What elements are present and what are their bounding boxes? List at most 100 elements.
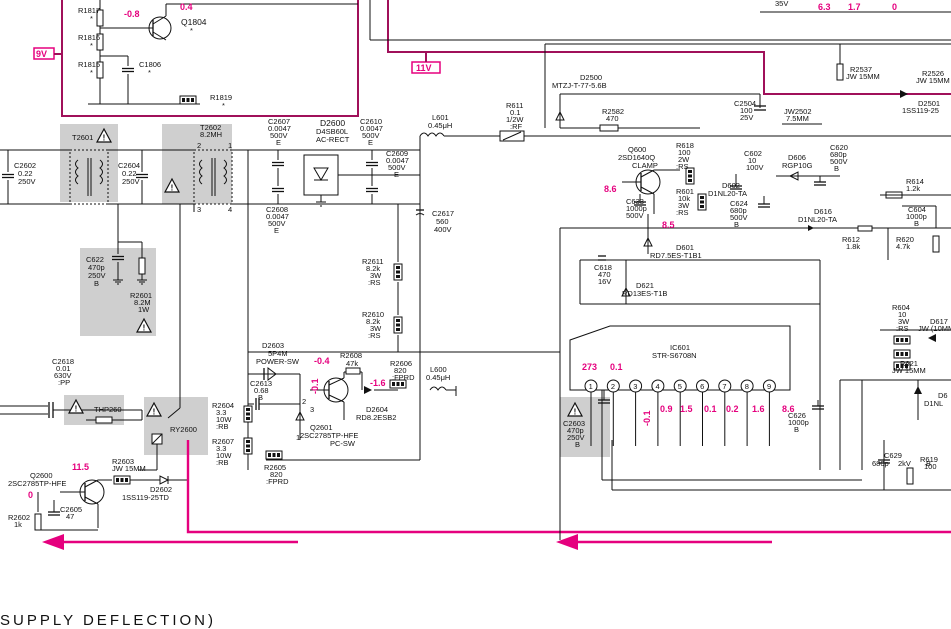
c618-voltage: 16V	[598, 277, 611, 286]
r2611-power: 3W	[370, 271, 382, 280]
c2504-label: C2504	[734, 99, 756, 108]
c2604-voltage: 250V	[122, 177, 140, 186]
c2609-capacitor	[365, 187, 379, 193]
ic601-value: STR-S6708N	[652, 351, 697, 360]
c604-type: B	[914, 219, 919, 228]
r2604-power: 10W	[216, 415, 232, 424]
c602-voltage: 100V	[746, 163, 764, 172]
c604-label: C604	[908, 205, 926, 214]
c2613-type: B	[258, 393, 263, 402]
r601-resistor	[697, 193, 707, 211]
c626-type: B	[794, 425, 799, 434]
d616-value: D1NL20-TA	[798, 215, 837, 224]
l601-value: 0.45μH	[428, 121, 452, 130]
r618-label: R618	[676, 141, 694, 150]
c2609-value: 0.0047	[386, 156, 409, 165]
r2602-resistor	[34, 513, 42, 531]
d617-diode	[928, 334, 936, 342]
pin8-voltage: 1.6	[752, 404, 765, 414]
rail-9v-label: 9V	[36, 49, 47, 59]
r2602-label: R2602	[8, 513, 30, 522]
c622-r2601: C622 470p 250V B R2601 8.2M 1W	[86, 204, 152, 334]
t2602-pin-2: 2	[197, 141, 201, 150]
q2601-pin-3: 3	[310, 405, 314, 414]
c2610-label: C2610	[360, 117, 382, 126]
r6xx-resistor	[932, 235, 940, 253]
c2607-value: 0.0047	[268, 124, 291, 133]
b-plus-line: L601 0.45μH R611 0.1 1/2W :RF C2617 560 …	[248, 101, 951, 460]
r2606-label: R2606	[390, 359, 412, 368]
r2582-resistor	[599, 124, 619, 132]
c633-label: C633	[626, 197, 644, 206]
c2609-voltage: 500V	[388, 163, 406, 172]
c624-value: 680p	[730, 206, 747, 215]
power-switch-section: D2603 5P4M POWER-SW C2613 0.68 B R2604 3…	[212, 341, 457, 486]
q600-clamp-section: Q600 2SD1640Q CLAMP 8.6 8.5 R618 100 2W …	[559, 141, 951, 540]
c2610-value: 0.0047	[360, 124, 383, 133]
pin5-voltage: 1.5	[680, 404, 693, 414]
c2605-value: 47	[66, 512, 74, 521]
d606-value: RGP10G	[782, 161, 813, 170]
r2537-value: JW 15MM	[846, 72, 880, 81]
c2608-voltage: 500V	[268, 219, 286, 228]
r2610-label: R2610	[362, 310, 384, 319]
c2608-label: C2608	[266, 205, 288, 214]
r604-value: 10	[898, 310, 906, 319]
r2611-label: R2611	[362, 257, 384, 266]
r2604-resistor	[243, 405, 253, 423]
d2500-label: D2500	[580, 73, 602, 82]
r621-label: R621	[900, 359, 918, 368]
ry2600-label: RY2600	[170, 425, 197, 434]
c2607-capacitor	[271, 161, 285, 167]
r611-power: 1/2W	[506, 115, 524, 124]
d2501-value: 1SS119-25	[902, 106, 939, 115]
c2607-voltage: 500V	[270, 131, 288, 140]
r2611-value: 8.2k	[366, 264, 380, 273]
r2610-power: 3W	[370, 324, 382, 333]
r2611-resistor	[393, 263, 403, 281]
thp260-label: THP260	[94, 405, 122, 414]
pin2-voltage: 0.1	[610, 362, 623, 372]
c2618-relay: C2618 0.01 630V :PP THP260 RY2600	[0, 357, 197, 456]
l601-label: L601	[432, 113, 449, 122]
ic601-pin-label-2: 2	[611, 382, 615, 391]
r2607-value: 3.3	[216, 444, 226, 453]
r604-type: :RS	[896, 324, 909, 333]
c629-voltage: 2kV	[898, 459, 911, 468]
c620-label: C620	[830, 143, 848, 152]
r604-power: 3W	[898, 317, 910, 326]
ic601-pin-label-6: 6	[700, 382, 704, 391]
r619-value: 100	[924, 462, 937, 471]
d601-label: D601	[676, 243, 694, 252]
r2605-resistor	[265, 450, 283, 460]
c2618-value: 0.01	[56, 364, 71, 373]
r1815-value: *	[90, 68, 93, 77]
r604-resistor	[893, 335, 911, 345]
r1816-label: R1816	[78, 33, 100, 42]
c624-label: C624	[730, 199, 748, 208]
c2617-voltage: 400V	[434, 225, 452, 234]
c618-value: 470	[598, 270, 611, 279]
t2602-value: 8.2MH	[200, 130, 222, 139]
c2618-type: :PP	[58, 378, 70, 387]
r2604-value: 3.3	[216, 408, 226, 417]
ic601-pin-5	[673, 379, 687, 393]
flow-arrow-left-1	[42, 534, 64, 550]
r614-value: 1.2k	[906, 184, 920, 193]
pin9-voltage: 8.6	[782, 404, 795, 414]
r2608-resistor	[345, 367, 361, 375]
d2501-label: D2501	[918, 99, 940, 108]
r618-power: 2W	[678, 155, 690, 164]
c2608-value: 0.0047	[266, 212, 289, 221]
r2526-label: R2526	[922, 69, 944, 78]
r2605-label: R2605	[264, 463, 286, 472]
d2604-label: D2604	[366, 405, 388, 414]
ic601-pin-3	[629, 379, 643, 393]
d606-label: D606	[788, 153, 806, 162]
d601-value: RD7.5ES-T1B1	[650, 251, 702, 260]
thp260-thermistor	[95, 416, 113, 424]
r612-value: 1.8k	[846, 242, 860, 251]
ic601-pin-8	[740, 379, 754, 393]
r611-label: R611	[506, 101, 523, 110]
